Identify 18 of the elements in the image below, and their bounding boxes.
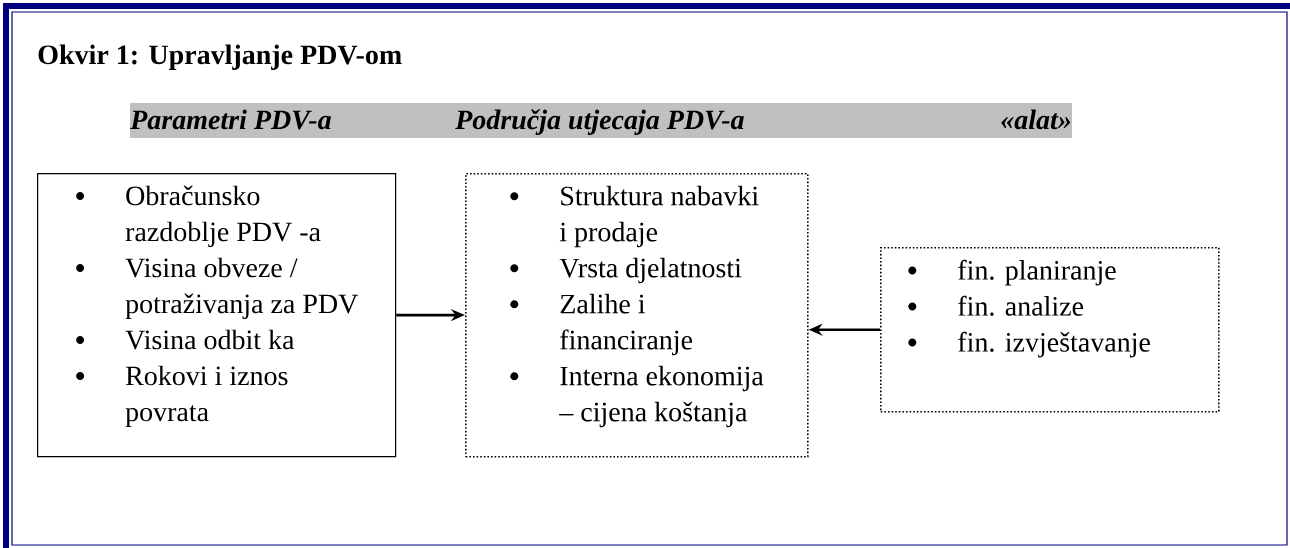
- column-heading: Područja utjecaja PDV-a: [455, 109, 744, 135]
- title: Okvir 1: Upravljanje PDV-om: [38, 44, 402, 70]
- list-box: [880, 247, 1220, 413]
- list-box: [465, 173, 809, 458]
- bullet-text: Rokovi i iznos povrata: [125, 365, 288, 427]
- bullet-text: Struktura nabavki i prodaje: [559, 185, 759, 248]
- bullet-text: Zalihe i financiranje: [560, 293, 693, 356]
- bullet-text: Visina obveze / potraživanja za PDV: [125, 257, 359, 320]
- bullet-text: Interna ekonomija – cijena koštanja: [559, 365, 764, 428]
- bullet-text: Vrsta djelatnosti: [559, 257, 742, 284]
- list-box: [37, 173, 397, 458]
- bullet-text: fin. izvještavanje: [958, 331, 1150, 358]
- bullet-text: fin. planiranje: [958, 259, 1116, 286]
- column-heading: «alat»: [1001, 109, 1071, 130]
- bullet-text: Visina odbit ka: [125, 329, 295, 350]
- bullet-text: fin. analize: [958, 295, 1084, 316]
- bullet-text: Obračunsko razdoblje PDV -a: [125, 185, 321, 248]
- column-heading: Parametri PDV-a: [130, 109, 331, 130]
